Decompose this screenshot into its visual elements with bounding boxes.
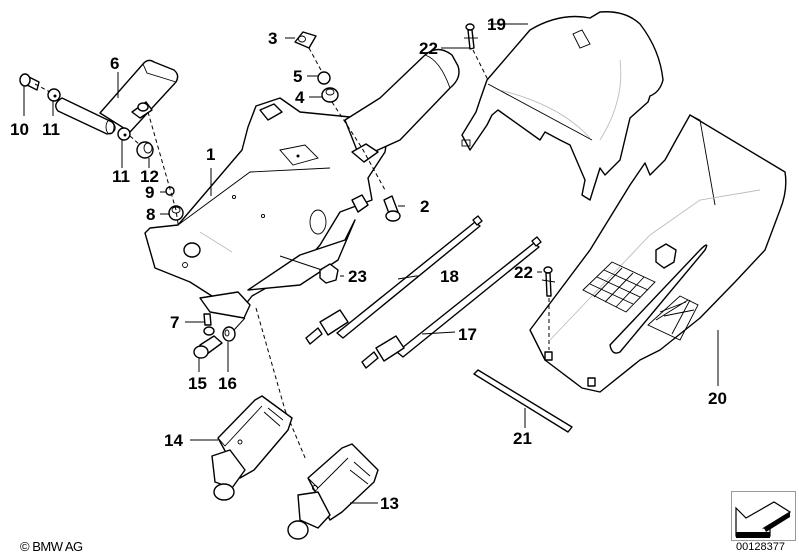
part-6-clamp-lever[interactable] [55,59,179,135]
part-1-steering-column-bracket[interactable] [144,48,460,319]
callout-labels: 10 11 6 11 12 9 8 1 3 5 4 2 23 18 17 19 … [10,15,727,513]
part-10-bolt[interactable] [19,73,40,91]
part-21-seal-strip[interactable] [473,369,573,433]
part-8-bushing[interactable] [168,205,184,221]
callout-10[interactable]: 10 [10,120,29,139]
assembly-line [129,135,141,146]
part-5-bushing[interactable] [317,71,331,85]
assembly-line [472,49,489,81]
part-17-drive-shaft[interactable] [361,236,542,369]
assembly-line [308,47,386,191]
assembly-line [255,307,307,461]
callout-2[interactable]: 2 [420,197,429,216]
callout-12[interactable]: 12 [140,167,159,186]
callout-19[interactable]: 19 [487,15,506,34]
callout-1[interactable]: 1 [206,145,215,164]
part-14-actuator-motor[interactable] [211,395,293,501]
callout-4[interactable]: 4 [295,88,305,107]
part-2-screw[interactable] [383,195,401,222]
assembly-line [34,83,51,93]
direction-arrow-icon [735,501,792,538]
callout-3[interactable]: 3 [268,29,277,48]
callout-11[interactable]: 11 [112,167,130,186]
callout-14[interactable]: 14 [164,431,183,450]
orientation-arrow-box [731,491,796,541]
part-4-nut[interactable] [321,87,339,103]
part-19-trim-cover-upper[interactable] [461,11,664,201]
callout-17[interactable]: 17 [458,325,477,344]
callout-23[interactable]: 23 [348,267,367,286]
part-22-expanding-rivet[interactable] [464,23,478,50]
vent-grille-right [647,295,699,341]
leader-line [233,317,246,331]
callout-7[interactable]: 7 [170,313,179,332]
callout-5[interactable]: 5 [293,67,302,86]
callout-9[interactable]: 9 [145,183,154,202]
callout-16[interactable]: 16 [218,374,237,393]
washer-hole [53,94,57,98]
callout-20[interactable]: 20 [708,389,727,408]
part-16-washer[interactable] [222,326,236,342]
callout-22[interactable]: 22 [419,39,438,58]
callout-21[interactable]: 21 [513,429,532,448]
part-20-trim-cover-lower[interactable] [529,114,787,393]
callout-15[interactable]: 15 [188,374,207,393]
washer-hole [123,133,127,137]
part-9-sleeve[interactable] [165,186,175,196]
callout-11[interactable]: 11 [42,120,60,139]
copyright-notice: © BMW AG [20,539,83,554]
diagram-number: 00128377 [736,541,785,553]
hole [296,154,300,158]
part-15-socket-screw[interactable] [193,335,223,359]
part-22-expanding-rivet[interactable] [541,266,556,297]
leader-lines [23,23,719,504]
leader-line [279,255,323,271]
part-7-screw-small[interactable] [203,313,215,336]
callout-8[interactable]: 8 [146,205,155,224]
callout-18[interactable]: 18 [440,267,459,286]
callout-22[interactable]: 22 [514,263,533,282]
part-23-damper-block[interactable] [319,263,339,284]
vent-grille-left [582,261,656,313]
callout-13[interactable]: 13 [380,494,399,513]
callout-6[interactable]: 6 [110,54,119,73]
part-3-clip-nut[interactable] [294,31,317,49]
part-18-drive-shaft[interactable] [305,215,483,345]
part-12-nut[interactable] [136,141,154,159]
part-13-actuator-motor[interactable] [287,443,379,540]
